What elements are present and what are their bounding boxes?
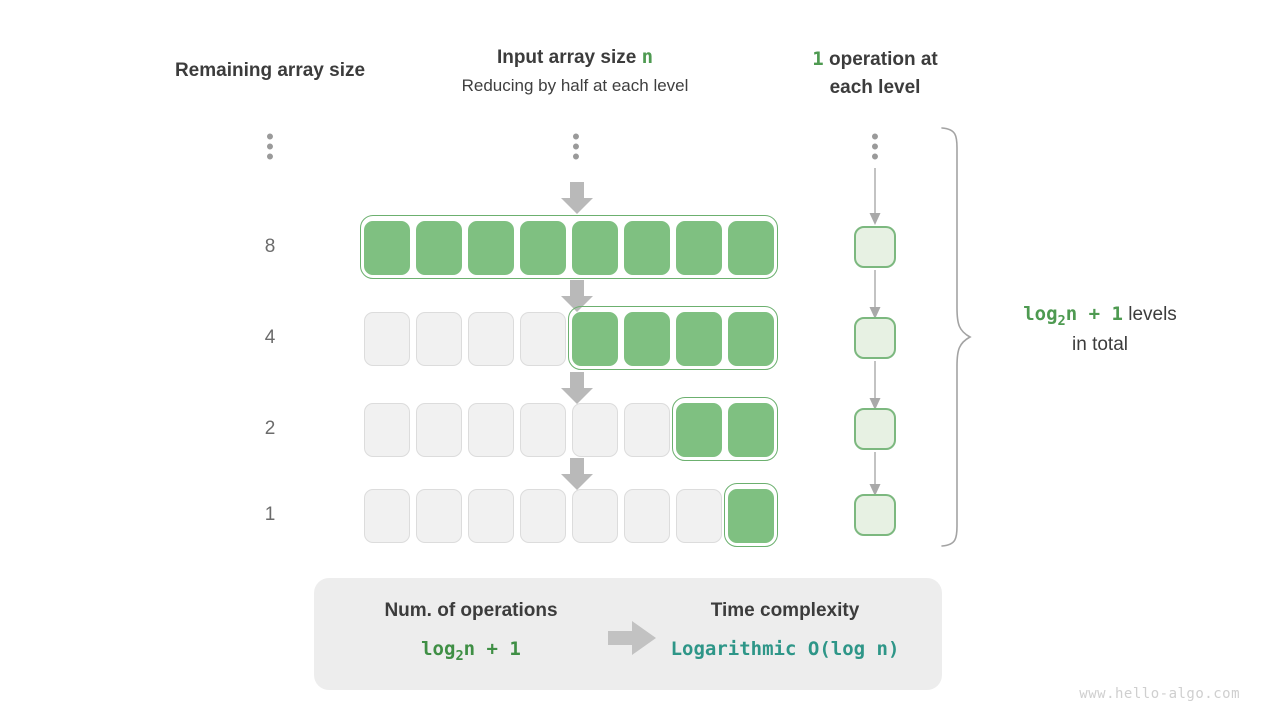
header-right-number: 1 — [812, 48, 824, 70]
summary-box: Num. of operations log2n + 1 Time comple… — [314, 578, 942, 690]
array-cell[interactable] — [468, 403, 514, 457]
header-right-line2: each level — [829, 76, 921, 98]
active-range-outline — [672, 397, 778, 461]
arrow-down-icon — [561, 372, 593, 404]
connector-arrow-down-icon — [869, 452, 881, 496]
header-center-title-text: Input array size — [496, 47, 642, 68]
summary-operations-label: Num. of operations — [384, 600, 558, 621]
array-cell[interactable] — [676, 403, 722, 457]
array-cell[interactable] — [624, 221, 670, 275]
row-label-4: 4 — [264, 327, 276, 348]
header-right-line1-rest: operation at — [823, 49, 938, 70]
connector-arrow-down-icon — [869, 168, 881, 225]
header-right-line1: 1 operation at — [780, 46, 970, 74]
levels-formula: log2n + 1 — [1023, 303, 1123, 329]
dot: • — [871, 124, 879, 149]
array-cell[interactable] — [624, 489, 670, 543]
header-left-label: Remaining array size — [174, 60, 366, 81]
array-cell[interactable] — [468, 489, 514, 543]
formula-log: log — [1023, 303, 1058, 325]
array-cell[interactable] — [572, 403, 618, 457]
summary-formula-rest: n + 1 — [463, 638, 521, 660]
dot: • — [871, 144, 879, 169]
array-cell[interactable] — [416, 489, 462, 543]
operation-box[interactable] — [854, 408, 896, 450]
arrow-down-icon — [561, 458, 593, 490]
active-range-outline — [568, 306, 778, 370]
array-cell[interactable] — [520, 221, 566, 275]
ellipsis-center-column: • • • — [551, 124, 601, 169]
curly-brace-icon — [941, 127, 972, 547]
array-cell[interactable] — [520, 403, 566, 457]
arrow-down-icon — [561, 280, 593, 312]
array-cell[interactable] — [624, 403, 670, 457]
dot: • — [572, 134, 580, 159]
formula-rest: n + 1 — [1065, 303, 1123, 325]
header-center-subtitle: Reducing by half at each level — [461, 76, 689, 95]
row-label-2: 2 — [264, 418, 276, 439]
dot: • — [266, 134, 274, 159]
array-cell[interactable] — [520, 312, 566, 366]
connector-arrow-down-icon — [869, 270, 881, 319]
array-row-1 — [364, 483, 794, 547]
dot: • — [572, 124, 580, 149]
operation-box[interactable] — [854, 226, 896, 268]
array-row-8 — [360, 215, 794, 279]
watermark: www.hello-algo.com — [1079, 686, 1240, 702]
arrow-down-icon — [561, 182, 593, 214]
array-row-4 — [364, 306, 794, 370]
array-cell[interactable] — [364, 312, 410, 366]
row-label-1: 1 — [264, 504, 276, 525]
array-cell[interactable] — [468, 221, 514, 275]
summary-complexity-label: Time complexity — [710, 600, 860, 621]
array-cell[interactable] — [416, 403, 462, 457]
header-remaining-array-size: Remaining array size — [150, 60, 390, 82]
array-cell[interactable] — [572, 221, 618, 275]
header-center-title: Input array size n — [395, 46, 755, 69]
array-row-2 — [364, 397, 794, 461]
ellipsis-right-column: • • • — [850, 124, 900, 169]
header-input-array-size: Input array size n Reducing by half at e… — [395, 46, 755, 96]
array-cell[interactable] — [364, 403, 410, 457]
summary-formula-base-2: 2 — [455, 647, 464, 664]
header-one-operation: 1 operation at each level — [780, 46, 970, 101]
row-label-8: 8 — [264, 236, 276, 257]
active-range-outline — [724, 483, 778, 547]
summary-operations-column: Num. of operations log2n + 1 — [336, 600, 606, 664]
total-levels-line2: in total — [1072, 334, 1128, 356]
total-levels-line1: log2n + 1 levels — [985, 300, 1215, 331]
array-cell[interactable] — [676, 312, 722, 366]
array-cell[interactable] — [676, 221, 722, 275]
dot: • — [871, 134, 879, 159]
total-levels-note: log2n + 1 levels in total — [985, 300, 1215, 360]
dot: • — [572, 144, 580, 169]
array-cell[interactable] — [676, 489, 722, 543]
array-cell[interactable] — [416, 312, 462, 366]
dot: • — [266, 144, 274, 169]
summary-complexity-column: Time complexity Logarithmic O(log n) — [650, 600, 920, 660]
summary-formula-log: log — [421, 638, 456, 660]
connector-arrow-down-icon — [869, 361, 881, 410]
summary-complexity-value: Logarithmic O(log n) — [670, 638, 900, 660]
levels-word: levels — [1122, 304, 1177, 325]
operation-box[interactable] — [854, 317, 896, 359]
array-cell[interactable] — [520, 489, 566, 543]
array-cell[interactable] — [416, 221, 462, 275]
summary-operations-value: log2n + 1 — [336, 638, 606, 664]
active-range-outline — [360, 215, 778, 279]
formula-base-2: 2 — [1057, 312, 1066, 329]
ellipsis-left-column: • • • — [245, 124, 295, 169]
array-cell[interactable] — [624, 312, 670, 366]
array-cell[interactable] — [364, 489, 410, 543]
array-cell[interactable] — [468, 312, 514, 366]
operation-box[interactable] — [854, 494, 896, 536]
array-cell[interactable] — [572, 489, 618, 543]
arrow-right-icon — [608, 621, 656, 655]
header-center-symbol-n: n — [641, 46, 654, 68]
dot: • — [266, 124, 274, 149]
